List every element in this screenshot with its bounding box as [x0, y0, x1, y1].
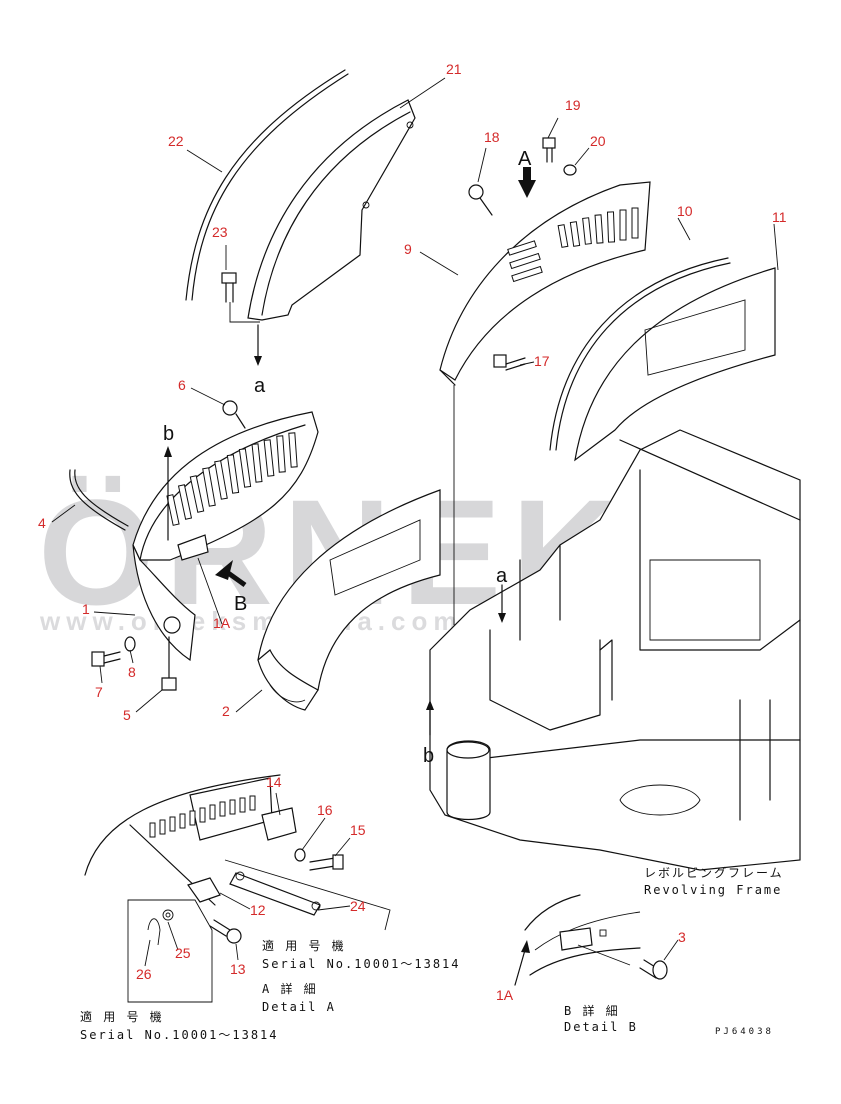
arrow-a-top [254, 324, 262, 366]
callout-3: 3 [678, 929, 686, 945]
view-label-b: B [234, 593, 247, 615]
callout-12: 12 [250, 902, 266, 918]
callout-1a: 1A [213, 615, 231, 631]
annotations: 適 用 号 機 Serial No.10001～13814 A 詳 細 Deta… [80, 866, 784, 1042]
callout-6: 6 [178, 377, 186, 393]
callout-5: 5 [123, 707, 131, 723]
view-letters: A B a a b b [163, 148, 532, 767]
callout-21: 21 [446, 61, 462, 77]
callout-19: 19 [565, 97, 581, 113]
frame-label-en: Revolving Frame [644, 883, 782, 897]
part-2-cover [257, 489, 441, 711]
bolt-7 [91, 651, 121, 667]
bolt-13 [209, 919, 242, 944]
arrow-b-left [164, 446, 172, 541]
part-9-cover [439, 181, 651, 386]
arrow-view-a [518, 167, 536, 198]
arrow-label-b-bottom: b [423, 745, 434, 767]
part-4-strip [69, 469, 129, 531]
callout-15: 15 [350, 822, 366, 838]
bolt-5 [161, 636, 177, 691]
bolt-23 [221, 272, 260, 323]
arrow-b-bottom [426, 700, 434, 736]
callout-13: 13 [230, 961, 246, 977]
frame-label-jp: レボルビングフレーム [644, 866, 784, 880]
part-22-strip [185, 69, 349, 301]
arrow-view-b [215, 560, 247, 588]
callout-25: 25 [175, 945, 191, 961]
grille-slots-rear [507, 207, 639, 283]
callout-8: 8 [128, 664, 136, 680]
part-10-seal [549, 257, 731, 451]
detail-a-title-en: Detail A [262, 1000, 336, 1014]
detail-a [84, 774, 391, 1003]
view-label-a: A [518, 148, 532, 170]
arrow-a-mid [498, 584, 506, 623]
callout-24: 24 [350, 898, 366, 914]
washer-8 [124, 636, 136, 652]
detail-a-slots [149, 795, 256, 838]
drawing-code: PJ64038 [715, 1027, 774, 1037]
serial-title-2: 適 用 号 機 [80, 1009, 164, 1024]
callout-18: 18 [484, 129, 500, 145]
bolt-15 [309, 854, 344, 871]
callout-16: 16 [317, 802, 333, 818]
detail-b [514, 894, 668, 986]
revolving-frame [429, 429, 801, 871]
bolt-17 [493, 354, 526, 371]
callout-10: 10 [677, 203, 693, 219]
arrow-label-a-mid: a [496, 565, 508, 587]
detail-a-title-jp: A 詳 細 [262, 981, 318, 996]
leader-lines [51, 77, 779, 967]
callout-2: 2 [222, 703, 230, 719]
callout-14: 14 [266, 774, 282, 790]
callout-7: 7 [95, 684, 103, 700]
washer-20 [563, 164, 577, 176]
callout-9: 9 [404, 241, 412, 257]
part-11-cover [574, 267, 776, 462]
callout-23: 23 [212, 224, 228, 240]
washer-16 [294, 848, 306, 862]
arrow-label-b-left: b [163, 423, 174, 445]
detail-b-title-jp: B 詳 細 [564, 1003, 620, 1018]
callout-4: 4 [38, 515, 46, 531]
bolt-6 [222, 400, 246, 429]
callout-17: 17 [534, 353, 550, 369]
callout-20: 20 [590, 133, 606, 149]
grille-slots-left [166, 432, 298, 526]
part-1-cover [132, 411, 319, 662]
bolt-18 [468, 184, 493, 216]
serial-title-1: 適 用 号 機 [262, 938, 346, 953]
serial-range-2: Serial No.10001～13814 [80, 1028, 279, 1042]
callout-11: 11 [772, 209, 787, 225]
callout-1: 1 [82, 601, 90, 617]
part-21-plate [247, 99, 416, 321]
detail-b-title-en: Detail B [564, 1020, 638, 1034]
callout-1a-detail-b: 1A [496, 987, 514, 1003]
arrow-label-a-top: a [254, 375, 266, 397]
bolt-19 [542, 137, 556, 163]
bolt-3 [639, 959, 668, 980]
callout-22: 22 [168, 133, 184, 149]
callout-26: 26 [136, 966, 152, 982]
callout-numbers: 21 22 23 19 18 20 10 11 9 17 6 4 1 1A 8 … [38, 61, 787, 1003]
serial-range-1: Serial No.10001～13814 [262, 957, 461, 971]
